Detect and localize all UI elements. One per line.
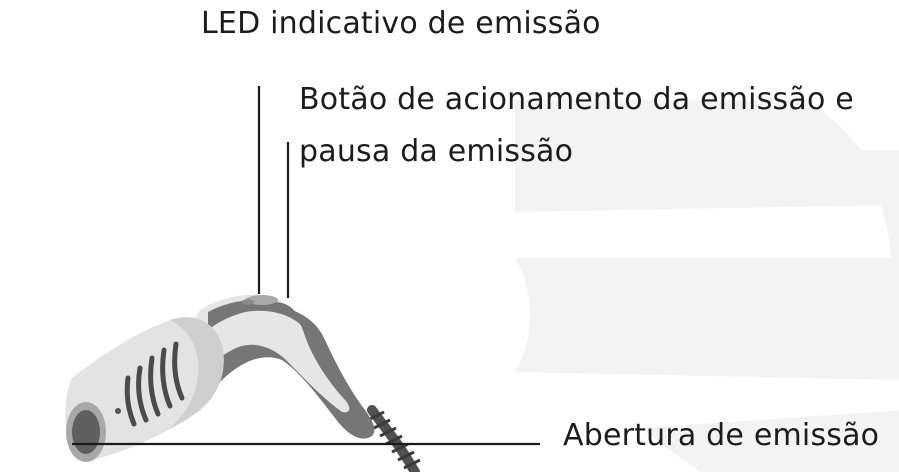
label-led-indicator: LED indicativo de emissão	[201, 6, 601, 41]
label-emission-button-line1: Botão de acionamento da emissão e	[299, 82, 854, 117]
device-top-strip	[208, 299, 302, 330]
watermark-band-bottom	[640, 410, 899, 472]
leader-lines	[72, 86, 540, 446]
label-emission-button-line2: pausa da emissão	[299, 134, 574, 169]
watermark-logo	[515, 100, 899, 472]
watermark-arc-right	[850, 150, 899, 380]
device-vents	[124, 341, 185, 427]
device-head-shade	[170, 317, 224, 428]
laser-device	[65, 294, 375, 462]
watermark-band-top	[515, 100, 895, 212]
label-emission-aperture: Abertura de emissão	[563, 418, 880, 453]
device-dot	[115, 408, 121, 414]
cable	[367, 405, 421, 472]
emission-button	[246, 295, 278, 305]
device-lens	[72, 410, 100, 454]
watermark-band-middle	[515, 258, 899, 380]
emission-led	[242, 299, 254, 305]
device-grip	[150, 305, 375, 439]
